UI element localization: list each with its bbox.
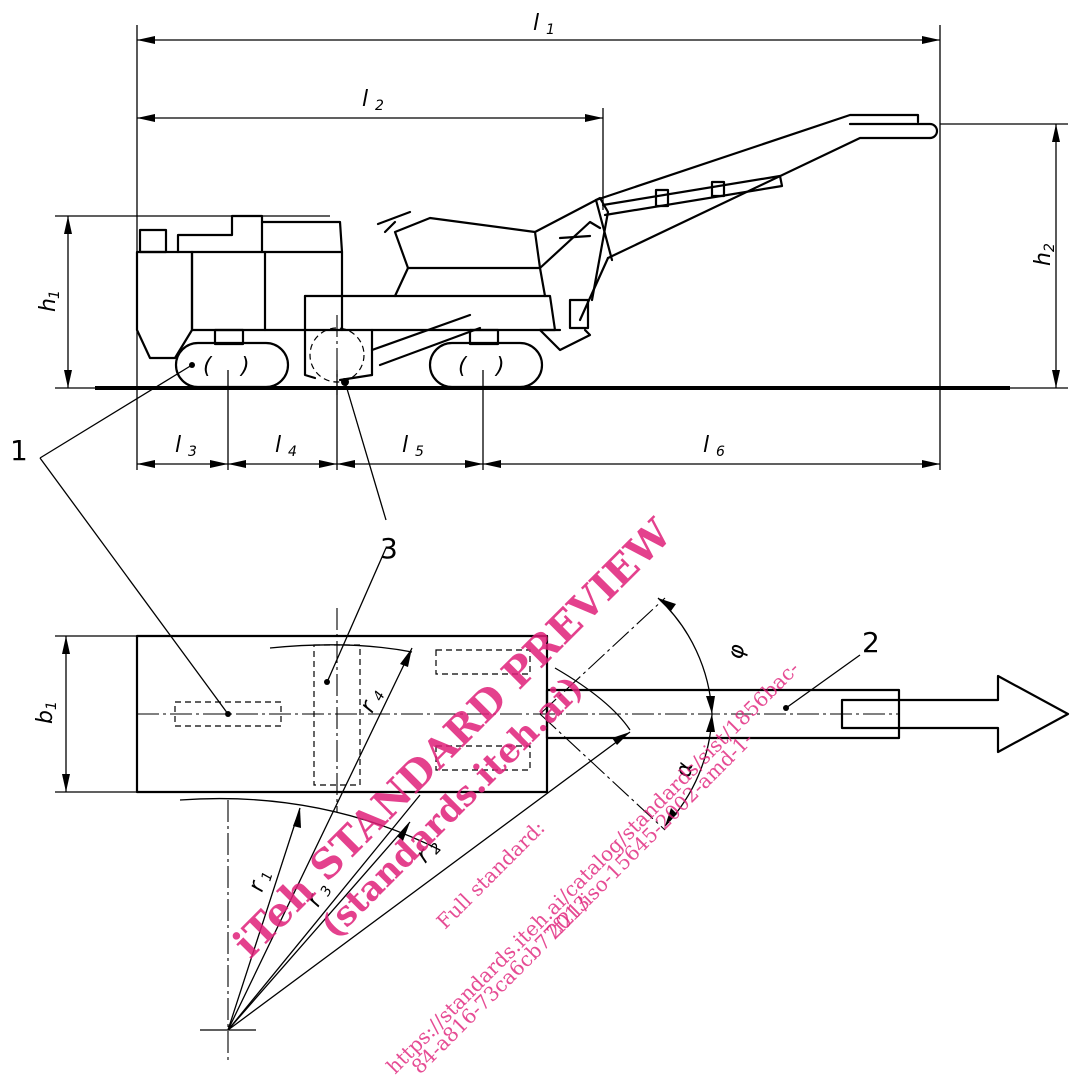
svg-text:2: 2 bbox=[375, 98, 384, 114]
label-l4: l bbox=[275, 433, 281, 458]
dimension-h1: h 1 bbox=[36, 215, 330, 389]
label-b1: b bbox=[33, 710, 58, 724]
callout-3: 3 bbox=[380, 532, 398, 565]
dimension-chain-bottom: l 3 l 4 l 5 l 6 bbox=[137, 433, 940, 468]
label-l6: l bbox=[703, 433, 709, 458]
svg-text:3: 3 bbox=[188, 444, 197, 460]
label-alpha: α bbox=[671, 760, 698, 779]
svg-text:1: 1 bbox=[259, 870, 277, 883]
rear-track bbox=[174, 341, 290, 389]
label-h1: h bbox=[36, 298, 61, 312]
svg-text:1: 1 bbox=[44, 701, 60, 710]
svg-text:2: 2 bbox=[1042, 243, 1058, 252]
svg-text:1: 1 bbox=[47, 290, 63, 299]
callout-1: 1 bbox=[10, 434, 28, 467]
label-l5: l bbox=[402, 433, 408, 458]
label-h2: h bbox=[1031, 252, 1056, 266]
label-phi: φ bbox=[723, 642, 750, 661]
direction-arrow bbox=[840, 674, 1070, 754]
svg-text:(: ( bbox=[203, 354, 213, 379]
dimension-h2: h 2 bbox=[940, 123, 1068, 389]
dimension-l1: l 1 bbox=[137, 11, 940, 44]
swing-angles: φ α bbox=[539, 597, 751, 831]
label-l2: l bbox=[362, 87, 368, 112]
callout-2: 2 bbox=[862, 626, 880, 659]
top-view: b 1 r 1 r 3 r 2 r 4 bbox=[33, 597, 1070, 1060]
label-l3: l bbox=[175, 433, 181, 458]
milling-machine-side: ( ) ( ) bbox=[135, 113, 939, 395]
label-l1: l bbox=[533, 11, 539, 36]
svg-text:5: 5 bbox=[415, 444, 424, 460]
side-view: l 1 l 2 l 3 l 4 l 5 l bbox=[36, 11, 1068, 715]
dimension-l2: l 2 bbox=[137, 87, 603, 122]
svg-text:4: 4 bbox=[288, 444, 297, 460]
front-track bbox=[428, 341, 544, 389]
svg-text:): ) bbox=[494, 354, 505, 379]
svg-text:): ) bbox=[239, 354, 250, 379]
svg-text:6: 6 bbox=[716, 444, 725, 460]
svg-text:1: 1 bbox=[546, 22, 555, 38]
conveyor-top bbox=[545, 688, 901, 740]
svg-text:(: ( bbox=[458, 354, 468, 379]
